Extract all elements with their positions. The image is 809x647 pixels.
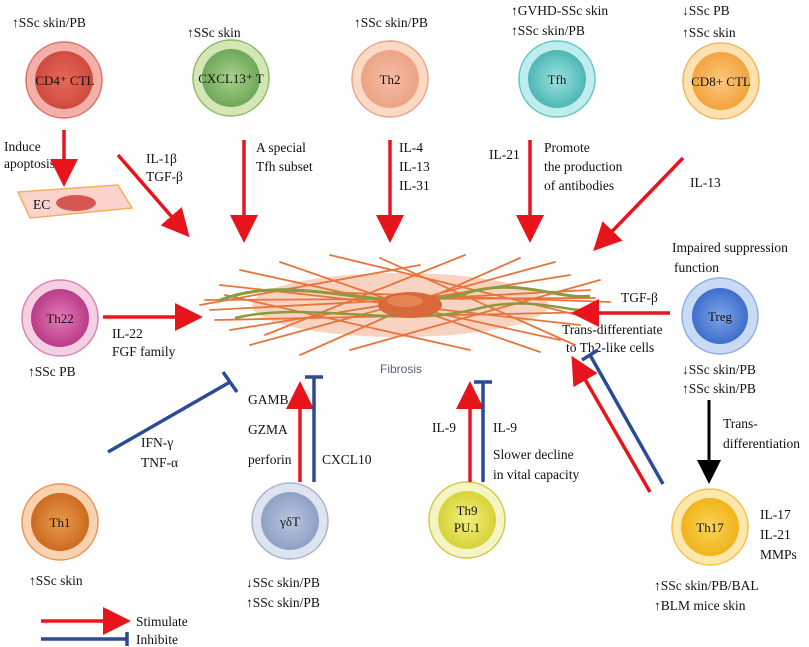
- cxcl13-t-cell: [192, 39, 270, 117]
- th17-cyto-1: IL-17: [760, 507, 791, 522]
- th17-cyto-3: MMPs: [760, 547, 797, 562]
- gdt-cell: [251, 482, 329, 560]
- th17-stimulate-arrow: [571, 355, 652, 493]
- th17-status-1: ↑SSc skin/PB/BAL: [654, 578, 759, 593]
- legend-stimulate-label: Stimulate: [136, 614, 188, 629]
- slower-text-2: in vital capacity: [493, 467, 579, 482]
- cd8-ctl-label: CD8+ CTL: [691, 74, 751, 89]
- transdiff-arrow-2: differentiation: [723, 436, 800, 451]
- treg-status-2: ↑SSc skin/PB: [682, 381, 756, 396]
- tgfb-text-cd4: TGF-β: [146, 169, 183, 184]
- promote-text-3: of antibodies: [544, 178, 614, 193]
- th1-inhibit-line: [107, 370, 239, 454]
- th2-cyto-3: IL-31: [399, 178, 430, 193]
- legend-inhibite-label: Inhibite: [136, 632, 178, 647]
- promote-text-2: the production: [544, 159, 623, 174]
- th1-status: ↑SSc skin: [29, 573, 83, 588]
- perforin-text: perforin: [248, 452, 292, 467]
- slower-text-1: Slower decline: [493, 447, 574, 462]
- il13-text: IL-13: [690, 175, 721, 190]
- il1b-text: IL-1β: [146, 151, 177, 166]
- th9-label: Th9: [457, 503, 478, 518]
- gdt-status-1: ↓SSc skin/PB: [246, 575, 320, 590]
- tfh-status-1: ↑GVHD-SSc skin: [511, 3, 608, 18]
- th17-status-2: ↑BLM mice skin: [654, 598, 746, 613]
- il21-text: IL-21: [489, 147, 520, 162]
- gdt-status-2: ↑SSc skin/PB: [246, 595, 320, 610]
- gamb-text: GAMB: [248, 392, 289, 407]
- tfh-label: Tfh: [548, 72, 567, 87]
- tfh-status-2: ↑SSc skin/PB: [511, 23, 585, 38]
- tnf-text: TNF-α: [141, 455, 178, 470]
- cxcl10-text: CXCL10: [322, 452, 372, 467]
- il9-right-text: IL-9: [493, 420, 517, 435]
- th17-cyto-2: IL-21: [760, 527, 791, 542]
- cd8-ctl-cell: [682, 42, 760, 120]
- il22-text: IL-22: [112, 326, 143, 341]
- fibrosis-label: Fibrosis: [380, 362, 422, 376]
- th1-cell: [21, 483, 99, 561]
- th17-label: Th17: [696, 520, 724, 535]
- cd4-ctl-cell: [25, 41, 103, 119]
- cd8-status-2: ↑SSc skin: [682, 25, 736, 40]
- ec-label: EC: [33, 197, 50, 212]
- cd4-status: ↑SSc skin/PB: [12, 15, 86, 30]
- th22-label: Th22: [46, 311, 73, 326]
- legend: Stimulate Inhibite: [41, 607, 188, 647]
- cd4-to-fibrosis-arrow: [116, 153, 190, 238]
- fibrosis-cluster: [199, 254, 611, 356]
- th2-cell: [351, 40, 429, 118]
- th9-cell: [428, 481, 506, 559]
- treg-label: Treg: [708, 309, 733, 324]
- th2-cyto-1: IL-4: [399, 140, 423, 155]
- ifn-text: IFN-γ: [141, 435, 173, 450]
- cxcl13-t-label: CXCL13⁺ T: [198, 71, 264, 86]
- cd8-to-fibrosis-arrow: [593, 156, 685, 252]
- il9-left-text: IL-9: [432, 420, 456, 435]
- th22-cell: [21, 279, 99, 357]
- induce-text-2: apoptosis: [4, 156, 55, 171]
- gdt-label: γδT: [279, 514, 300, 529]
- treg-top-2: function: [674, 260, 719, 275]
- treg-top-1: Impaired suppression: [672, 240, 788, 255]
- ec-cell: [16, 184, 134, 219]
- tfh-cell: [518, 40, 596, 118]
- promote-text-1: Promote: [544, 140, 590, 155]
- induce-text-1: Induce: [4, 139, 41, 154]
- gzma-text: GZMA: [248, 422, 288, 437]
- cxcl13-status: ↑SSc skin: [187, 25, 241, 40]
- th2-label: Th2: [380, 72, 401, 87]
- special-text-2: Tfh subset: [256, 159, 313, 174]
- pu1-label: PU.1: [454, 520, 480, 535]
- th9-inhibit-line: [474, 380, 492, 482]
- cd8-status-1: ↓SSc PB: [682, 3, 730, 18]
- special-text-1: A special: [256, 140, 306, 155]
- transdiff-text-1: Trans-differentiate: [562, 322, 662, 337]
- th2-status: ↑SSc skin/PB: [354, 15, 428, 30]
- transdiff-text-2: to Th2-like cells: [566, 340, 654, 355]
- th17-cell: [671, 488, 749, 566]
- fgf-text: FGF family: [112, 344, 176, 359]
- treg-status-1: ↓SSc skin/PB: [682, 362, 756, 377]
- th22-status: ↑SSc PB: [28, 364, 76, 379]
- cd4-ctl-label: CD4⁺ CTL: [35, 73, 94, 88]
- th17-inhibit-line: [581, 348, 665, 485]
- th1-label: Th1: [50, 515, 71, 530]
- th2-cyto-2: IL-13: [399, 159, 430, 174]
- treg-cell: [681, 277, 759, 355]
- treg-tgfb-text: TGF-β: [621, 290, 658, 305]
- transdiff-arrow-1: Trans-: [723, 416, 758, 431]
- gdt-inhibit-line: [305, 375, 323, 482]
